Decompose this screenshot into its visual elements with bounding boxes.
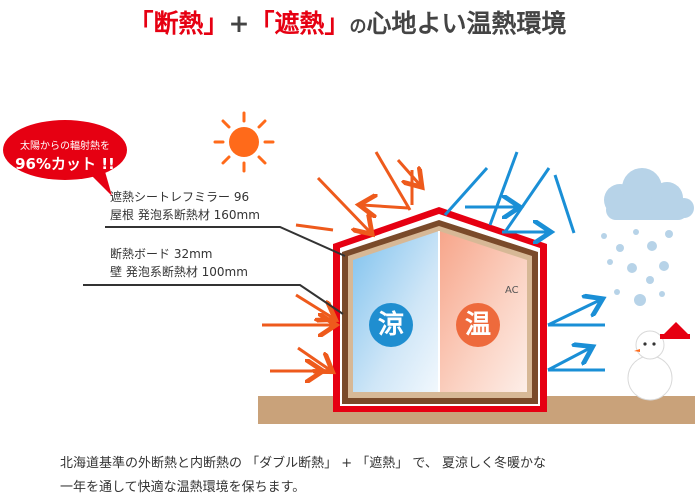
cold-arrows bbox=[443, 151, 605, 372]
bubble-line-2: 96%カット !! bbox=[15, 155, 115, 173]
title-particle: の bbox=[349, 17, 367, 37]
title-quote-close-2: 」 bbox=[324, 9, 350, 38]
bubble-line-1: 太陽からの輻射熱を bbox=[20, 141, 110, 152]
roof-label-line-1: 遮熱シートレフミラー 96 bbox=[110, 190, 250, 204]
roof-label: 遮熱シートレフミラー 96 屋根 発泡系断熱材 160mm bbox=[110, 188, 260, 224]
title-quote-open-1: 「 bbox=[128, 9, 154, 38]
speech-bubble-icon bbox=[3, 120, 127, 196]
snowflakes bbox=[601, 229, 673, 306]
bubble-text: 太陽からの輻射熱を 96%カット !! bbox=[6, 140, 124, 174]
leader-lines bbox=[83, 226, 346, 315]
ac-label: AC bbox=[505, 285, 519, 296]
wall-label-line-1: 断熱ボード 32mm bbox=[110, 247, 213, 261]
description-line-1: 北海道基準の外断熱と内断熱の 「ダブル断熱」 + 「遮熱」 で、 夏涼しく冬暖か… bbox=[60, 456, 547, 471]
title-plus: + bbox=[228, 9, 250, 38]
description-line-2: 一年を通して快適な温熱環境を保ちます。 bbox=[60, 480, 306, 495]
title-quote-open-2: 「 bbox=[249, 9, 275, 38]
page-title: 「断熱」+「遮熱」の心地よい温熱環境 bbox=[0, 4, 695, 40]
cool-room-badge: 涼 bbox=[369, 303, 413, 347]
description: 北海道基準の外断熱と内断熱の 「ダブル断熱」 + 「遮熱」 で、 夏涼しく冬暖か… bbox=[60, 452, 546, 500]
sun-icon bbox=[213, 111, 275, 173]
title-term-insulation: 断熱 bbox=[153, 9, 204, 38]
title-rest: 心地よい温熱環境 bbox=[366, 9, 567, 38]
heat-arrows bbox=[262, 151, 420, 371]
wall-label-line-2: 壁 発泡系断熱材 100mm bbox=[110, 265, 248, 279]
title-quote-close-1: 」 bbox=[203, 9, 229, 38]
warm-room-badge: 温 bbox=[456, 303, 500, 347]
title-term-heat-shield: 遮熱 bbox=[274, 9, 325, 38]
snowman-icon bbox=[627, 322, 690, 401]
cloud-icon bbox=[604, 168, 694, 220]
wall-label: 断熱ボード 32mm 壁 発泡系断熱材 100mm bbox=[110, 245, 248, 281]
roof-label-line-2: 屋根 発泡系断熱材 160mm bbox=[110, 208, 260, 222]
house bbox=[333, 207, 547, 412]
